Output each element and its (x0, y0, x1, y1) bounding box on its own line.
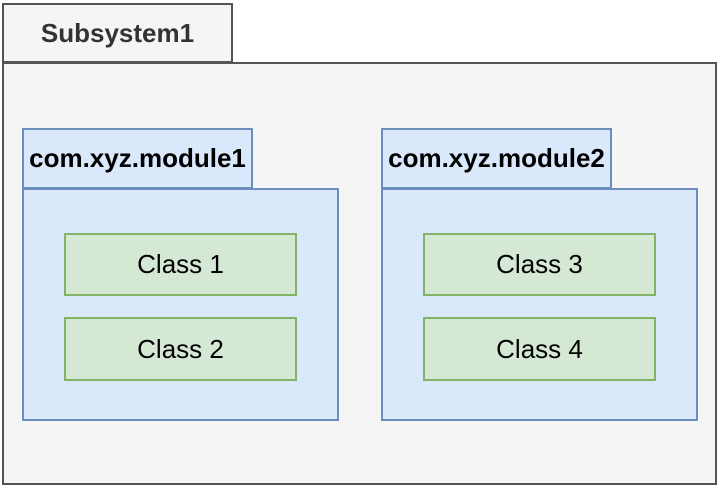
class-box-class1: Class 1 (64, 233, 297, 296)
class2-label: Class 2 (137, 333, 224, 364)
package-module2-tab: com.xyz.module2 (381, 128, 612, 189)
class-box-class4: Class 4 (423, 317, 656, 381)
class-box-class2: Class 2 (64, 317, 297, 381)
class4-label: Class 4 (496, 333, 583, 364)
class3-label: Class 3 (496, 249, 583, 279)
package-module1-label: com.xyz.module1 (29, 143, 246, 173)
subsystem-tab: Subsystem1 (2, 3, 233, 63)
class1-label: Class 1 (137, 249, 224, 279)
package-module2-label: com.xyz.module2 (388, 143, 605, 173)
package-module2-body (381, 188, 698, 421)
package-module1-body (22, 188, 339, 421)
package-module1-tab: com.xyz.module1 (22, 128, 253, 189)
subsystem-label: Subsystem1 (40, 17, 195, 48)
class-box-class3: Class 3 (423, 233, 656, 296)
